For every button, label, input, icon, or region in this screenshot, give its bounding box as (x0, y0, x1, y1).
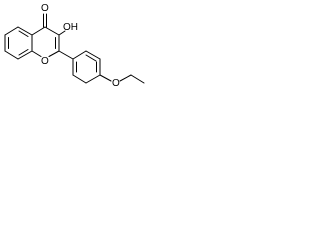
bond (4, 50, 19, 60)
double-bond-inner (85, 54, 97, 62)
benzo-ring (4, 26, 33, 60)
bond (31, 50, 42, 57)
double-bond-inner (18, 30, 29, 37)
ethoxy-group (99, 74, 145, 84)
bond (85, 50, 101, 60)
bond (17, 50, 33, 60)
bond (130, 74, 145, 84)
ring-oxygen-label: O (41, 56, 49, 67)
bond (72, 50, 87, 60)
bond (119, 74, 132, 82)
hydroxyl-bond (58, 30, 66, 36)
bond (4, 26, 19, 36)
bond (44, 26, 60, 36)
pyranone-ring (31, 13, 66, 57)
double-bond-inner (18, 49, 29, 56)
bond (85, 74, 101, 84)
bond (31, 26, 46, 36)
hydroxyl-label: OH (63, 22, 78, 33)
bond (72, 74, 87, 84)
ether-oxygen-label: O (112, 78, 120, 89)
chemical-structure-diagram: O OH O O (4, 3, 145, 89)
carbonyl-oxygen-label: O (41, 3, 49, 14)
aryl-bond (58, 50, 74, 60)
bond (17, 26, 33, 36)
bond (99, 74, 112, 82)
phenyl-ring (72, 50, 101, 84)
bond (48, 50, 60, 57)
